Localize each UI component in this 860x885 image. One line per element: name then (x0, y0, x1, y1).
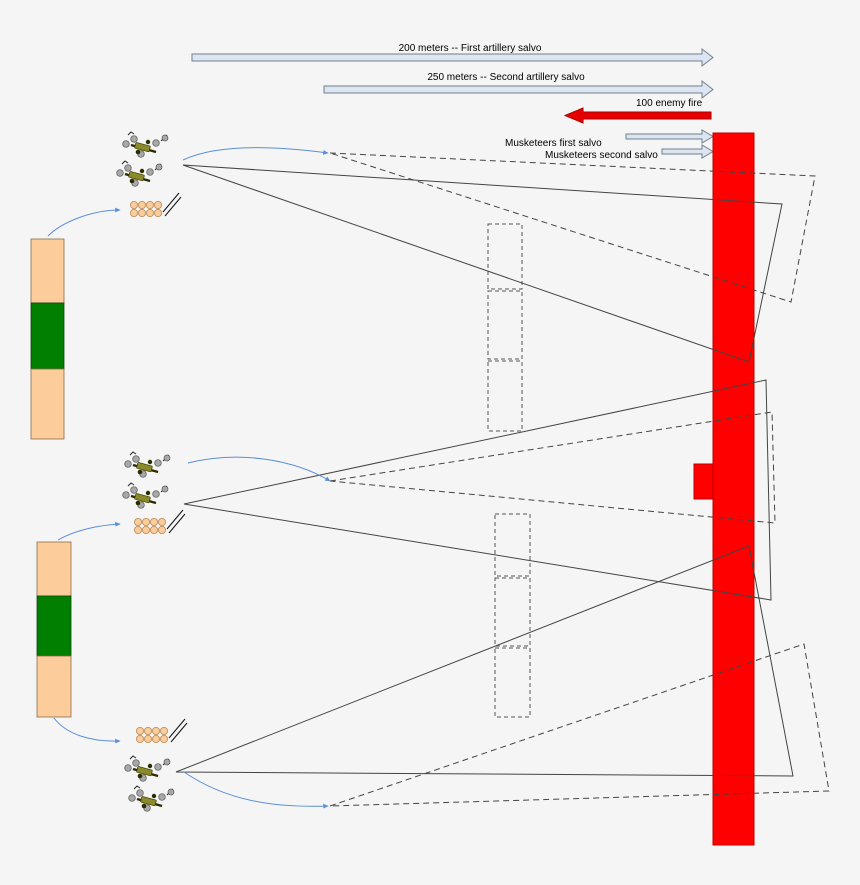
advance-arrow-middle-guns (187, 456, 331, 482)
fire-cone-top (182, 164, 783, 363)
right-arrow-icon (323, 79, 714, 100)
cannon-crew-icon (121, 481, 170, 510)
right-arrow-icon (191, 47, 714, 68)
reserve-column-upper (30, 238, 65, 440)
fire-cones (175, 164, 794, 777)
advance-arrow-bottom-guns (183, 771, 329, 809)
advanced-fire-cone-middle (329, 411, 776, 524)
musketeers-first-label: Musketeers first salvo (505, 138, 602, 149)
musketeers-range-arrows: Musketeers first salvo Musketeers second… (505, 129, 714, 161)
cannon-crew-icon (123, 450, 172, 479)
battery-bottom (123, 718, 188, 813)
advance-arrow-lower-to-guns (57, 521, 121, 541)
right-arrow-icon (625, 129, 714, 144)
battery-top (115, 130, 182, 218)
enemy-detachment (693, 463, 714, 500)
first-artillery-label: 200 meters -- First artillery salvo (399, 43, 542, 54)
advance-arrow-lower-reserve (53, 717, 121, 744)
advanced-fire-cone-top (329, 152, 816, 303)
advance-arrow-upper-to-guns (47, 207, 121, 237)
second-artillery-range-arrow: 250 meters -- Second artillery salvo (323, 72, 714, 100)
intermediate-position-upper (487, 223, 523, 432)
cannon-crew-icon (123, 754, 172, 783)
intermediate-position-lower (494, 513, 531, 718)
cannon-crew-icon (115, 159, 164, 188)
advanced-fire-cone-bottom (329, 643, 830, 807)
enemy-fire-range-arrow: 100 enemy fire (563, 98, 712, 124)
musketeers-second-label: Musketeers second salvo (545, 150, 658, 161)
enemy-fire-label: 100 enemy fire (636, 98, 703, 109)
musketeer-rank-icon (133, 509, 186, 535)
fire-cone-bottom (175, 545, 794, 777)
right-arrow-icon (661, 144, 714, 159)
advance-arrow-top-guns (182, 147, 329, 161)
musketeer-rank-icon (129, 192, 182, 218)
first-artillery-range-arrow: 200 meters -- First artillery salvo (191, 43, 714, 68)
advanced-fire-cones (329, 152, 830, 807)
reserve-column-lower (36, 541, 72, 718)
movement-arrows (47, 147, 331, 809)
left-arrow-icon (563, 107, 712, 124)
battery-middle (121, 450, 186, 535)
cannon-crew-icon (121, 130, 170, 159)
enemy-line (712, 132, 755, 846)
second-artillery-label: 250 meters -- Second artillery salvo (427, 72, 585, 83)
fire-cone-middle (183, 379, 772, 601)
musketeer-rank-icon (135, 718, 188, 744)
cannon-crew-icon (127, 784, 176, 813)
